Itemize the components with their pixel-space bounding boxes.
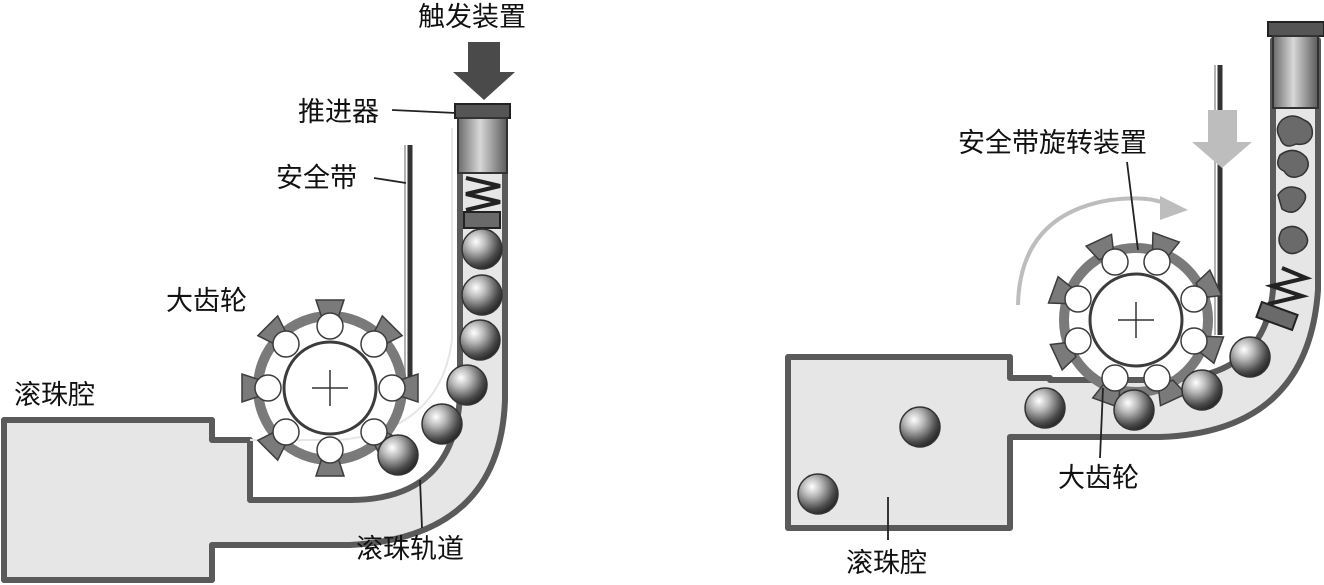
- leader-belt: [373, 177, 407, 184]
- pusher-cap: [454, 103, 511, 119]
- pusher-right-body: [1272, 35, 1319, 109]
- rotation-arrowhead-icon: [1160, 196, 1188, 220]
- trigger-label: 触发装置: [418, 2, 526, 33]
- spring-block-left: [463, 211, 501, 229]
- track-inner-wall-left: [250, 128, 453, 441]
- ball-chamber-label-right: 滚珠腔: [846, 548, 927, 579]
- leader-gear-right: [1099, 387, 1104, 459]
- rotation-device-label: 安全带旋转装置: [958, 128, 1147, 159]
- spring-left: [465, 176, 501, 212]
- big-gear-label-right: 大齿轮: [1058, 463, 1139, 494]
- pusher-body: [457, 117, 508, 174]
- big-gear-label-left: 大齿轮: [166, 286, 247, 317]
- ball-chamber-right: [785, 37, 1321, 531]
- gas-cloud: [1276, 115, 1314, 255]
- left-diagram: 触发装置 推进器 安全带 大齿轮 滚珠腔 滚珠轨道: [1, 2, 526, 583]
- ball-track-label: 滚珠轨道: [356, 534, 464, 565]
- leader-track: [419, 479, 423, 529]
- rotation-arc-icon: [1016, 196, 1169, 306]
- spring-right: [1264, 266, 1313, 306]
- ball-chamber-left: [1, 117, 508, 583]
- seat-belt-label: 安全带: [276, 163, 357, 194]
- leader-rotation: [1126, 161, 1139, 251]
- spring-block-right: [1255, 300, 1299, 332]
- release-arrow-icon: [1192, 110, 1252, 168]
- right-diagram: 安全带旋转装置 大齿轮 滚珠腔: [785, 21, 1324, 579]
- pusher-right-cap: [1267, 21, 1324, 37]
- big-gear-right: [1047, 231, 1225, 409]
- trigger-arrow-icon: [453, 42, 515, 100]
- pusher-label: 推进器: [298, 97, 379, 128]
- ball-chamber-label-left: 滚珠腔: [14, 380, 95, 411]
- leader-pusher: [391, 109, 457, 114]
